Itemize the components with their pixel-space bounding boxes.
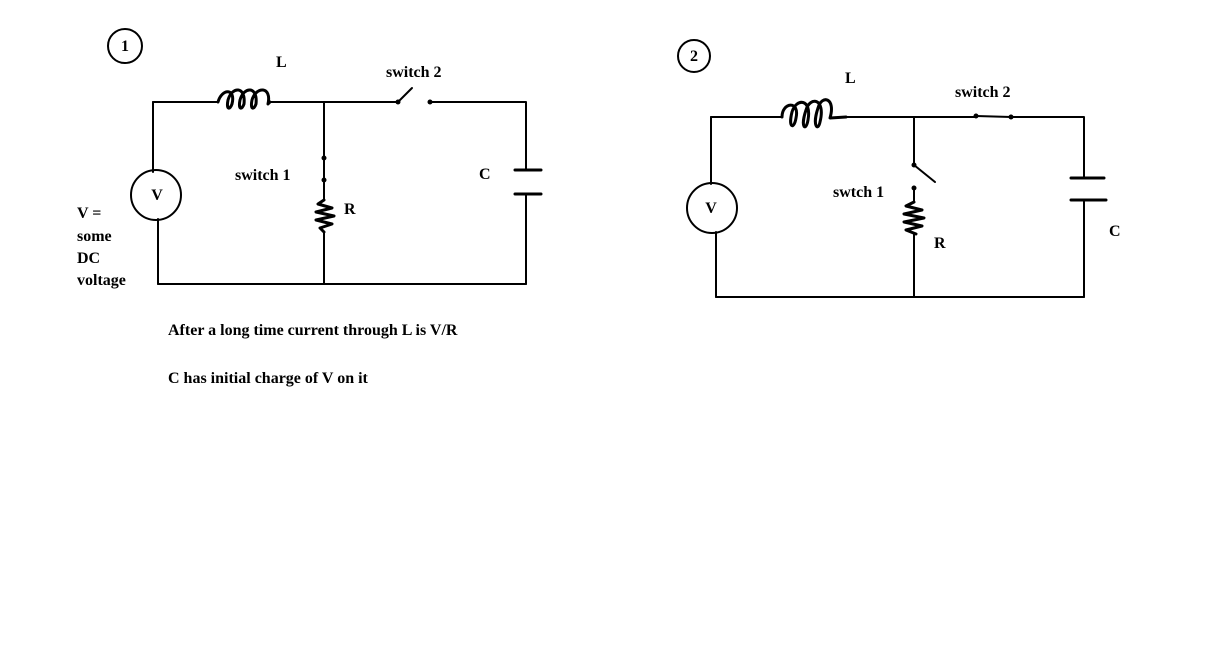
circuit-1-switch-2-label: switch 2: [386, 64, 442, 81]
circuit-1-switch-1: [321, 155, 327, 183]
circuit-1-source-label: V: [151, 187, 163, 204]
circuit-1-number-badge: 1: [107, 28, 143, 64]
circuit-1-top-wire-right: [429, 101, 527, 171]
source-note-line: V =: [77, 205, 101, 222]
circuit-2-switch-2: [973, 113, 1014, 120]
circuit-1-resistor-label: R: [344, 201, 356, 218]
circuit-2-switch-1-label: swtch 1: [833, 184, 884, 201]
circuit-1-number: 1: [121, 38, 129, 55]
source-note-line: some: [77, 228, 112, 245]
circuit-2-source-label: V: [705, 200, 717, 217]
circuit-1: 1 V: [77, 28, 543, 289]
circuit-2-top-wire-right: [1010, 116, 1085, 179]
circuit-1-switch-1-label: switch 1: [235, 167, 291, 184]
circuit-2-capacitor: [1069, 176, 1108, 202]
circuit-2-resistor: [902, 200, 926, 236]
circuit-1-switch-2: [395, 87, 433, 105]
note-capacitor-charge: C has initial charge of V on it: [168, 370, 369, 387]
circuit-1-resistor: [314, 198, 336, 234]
circuit-1-capacitor: [513, 168, 543, 196]
circuit-1-inductor: [216, 88, 272, 110]
circuit-2-inductor: [780, 98, 848, 129]
circuit-2-switch-1: [911, 162, 936, 191]
circuit-1-capacitor-label: C: [479, 166, 491, 183]
circuit-2-switch-2-label: switch 2: [955, 84, 1011, 101]
source-note-line: DC: [77, 250, 100, 267]
circuit-2: 2 V L: [677, 39, 1121, 298]
circuit-2-number-badge: 2: [677, 39, 711, 73]
source-note-line: voltage: [77, 272, 126, 289]
note-current-through-l: After a long time current through L is V…: [168, 322, 458, 339]
circuit-2-voltage-source: V: [686, 182, 738, 234]
circuit-1-source-note: V = some DC voltage: [77, 205, 126, 289]
circuit-2-resistor-label: R: [934, 235, 946, 252]
circuit-2-capacitor-label: C: [1109, 223, 1121, 240]
circuit-1-inductor-label: L: [276, 54, 287, 71]
circuit-2-inductor-label: L: [845, 70, 856, 87]
circuit-2-number: 2: [690, 48, 698, 65]
circuit-1-voltage-source: V: [130, 169, 182, 221]
